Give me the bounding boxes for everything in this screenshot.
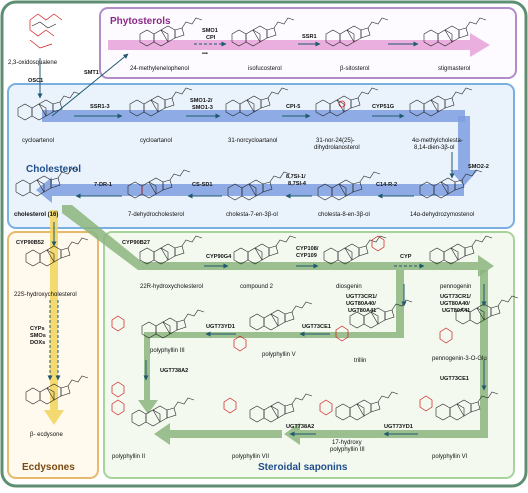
- label-oxidosqualene: 2,3-oxidosqualene: [8, 60, 58, 66]
- label-pennogeninglu: pennogenin-3-O-Glu: [432, 356, 487, 362]
- enzyme-ssr1: SSR1: [302, 34, 317, 40]
- label-hydroxycholesterol22: 22S-hydroxycholesterol: [14, 292, 77, 298]
- enzyme-sl874: 8,7SI-4: [288, 181, 307, 187]
- label-ecdysone: β- ecdysone: [30, 432, 63, 438]
- label-diosgenin: diosgenin: [336, 284, 362, 290]
- enzyme-dots: •••: [202, 51, 208, 57]
- label-polyphyllinIII: polyphyllin III: [150, 348, 185, 354]
- ecd-band: [44, 210, 64, 425]
- label-dehydrozymosterol: 14α-dehydrozymostenol: [410, 212, 474, 218]
- enzyme-cyp: CYP: [400, 254, 412, 260]
- sap-band-top: [62, 205, 494, 277]
- sap-band-bottom: [154, 423, 282, 445]
- enzyme-ugt-b2: UGT80A40/: [440, 301, 470, 307]
- label-polyphyllinVI: polyphyllin VI: [432, 454, 468, 460]
- enzyme-ugt-b1: UGT73CR1/: [440, 294, 471, 300]
- enzyme-cyp51g: CYP51G: [372, 104, 394, 110]
- label-methylenelophenol: 24-methylenelophenol: [130, 66, 189, 72]
- enzyme-cyp90b27: CYP90B27: [122, 240, 150, 246]
- ecdysones-title: Ecdysones: [22, 462, 75, 473]
- enzyme-ugt73yd1a: UGT73YD1: [206, 324, 235, 330]
- enzyme-smo1: SMO1: [202, 28, 218, 34]
- enzyme-cpi5: CPI-5: [286, 104, 300, 110]
- enzyme-ugt738a2a: UGT738A2: [160, 368, 188, 374]
- label-pennogenin: pennogenin: [440, 284, 471, 290]
- label-cycloartenol: cycloartenol: [22, 138, 54, 144]
- chol-band-top: [42, 110, 465, 122]
- chol-band-bottom: [36, 177, 464, 203]
- label-stigmasterol: stigmasterol: [438, 66, 470, 72]
- enzyme-sl871: 8,7SI-1/: [286, 174, 306, 180]
- enzyme-cyp90b52: CYP90B52: [16, 240, 44, 246]
- label-isofucosterol: isofucosterol: [248, 66, 282, 72]
- label-methylcholesta-2: 8,14-dien-3β-ol: [414, 145, 454, 151]
- enzyme-ugt738a2b: UGT738A2: [286, 424, 314, 430]
- saponins-title: Steroidal saponins: [258, 462, 348, 473]
- label-cholesterol: cholesterol (16): [14, 212, 58, 218]
- enzyme-smo12: SMO1-2/: [190, 98, 213, 104]
- chol-band-down: [450, 116, 478, 186]
- enzyme-cyp109: CYP109: [296, 253, 317, 259]
- label-trillin: trillin: [354, 358, 366, 364]
- enzyme-doxs: DOXs: [30, 340, 45, 346]
- enzyme-7dr1: 7-DR-1: [94, 182, 112, 188]
- label-cholesta8en: cholesta-8-en-3β-ol: [318, 212, 370, 218]
- cholesterol-title: Cholesterol: [26, 164, 81, 175]
- enzyme-cyp90g4: CYP90G4: [206, 254, 232, 260]
- enzyme-cssd1: CS-SD1: [192, 182, 213, 188]
- enzyme-cyp108: CYP108/: [296, 246, 319, 252]
- enzyme-c14r2: C14-R-2: [376, 182, 397, 188]
- label-cholesta7en: cholesta-7-en-3β-ol: [226, 212, 278, 218]
- enzyme-smo13: SMO1-3: [192, 105, 213, 111]
- enzyme-smt1: SMT1: [84, 70, 99, 76]
- label-norcycloartanol: 31-norcycloartanol: [228, 138, 277, 144]
- enzyme-cyps: CYPs: [30, 326, 45, 332]
- enzyme-smos: SMOs: [30, 333, 46, 339]
- label-cycloartanol: cycloartanol: [140, 138, 172, 144]
- oxidosqualene-structure: [29, 13, 63, 49]
- label-nordihydro-1: 31-nor-24(25)-: [316, 138, 355, 144]
- enzyme-ugt73ce1a: UGT73CE1: [302, 324, 331, 330]
- label-hydroxyPP3-1: 17-hydroxy: [332, 440, 362, 446]
- label-compound2: compound 2: [240, 284, 274, 290]
- enzyme-ugt-a2: UGT80A40/: [346, 301, 376, 307]
- label-polyphyllinII: polyphyllin II: [112, 454, 145, 460]
- label-hydroxycholesterol22r: 22R-hydroxycholesterol: [140, 284, 203, 290]
- phytosterols-title: Phytosterols: [110, 16, 171, 27]
- arrow-smt1: [51, 53, 129, 117]
- saponins-box: [103, 231, 515, 479]
- enzyme-smo22: SMO2-2: [468, 164, 489, 170]
- label-sitosterol: β-sitosterol: [340, 66, 369, 72]
- label-polyphyllinVII: polyphyllin VII: [232, 454, 269, 460]
- enzyme-ssr13: SSR1-3: [90, 104, 110, 110]
- phyto-band-arrow: [108, 33, 490, 57]
- nordihydro-structure: [315, 87, 379, 117]
- enzyme-ugt-a3: UGT80A41: [348, 308, 376, 314]
- label-polyphyllinV: polyphyllin V: [262, 352, 296, 358]
- enzyme-ugt-b3: UGT80A41: [442, 308, 470, 314]
- label-dehydrocholesterol: 7-dehydrocholesterol: [128, 212, 184, 218]
- enzyme-ugt73yd1b: UGT73YD1: [384, 424, 413, 430]
- label-methylcholesta-1: 4α-methylcholesta-: [412, 138, 463, 144]
- label-nordihydro-2: dihydrolanosterol: [314, 145, 360, 151]
- enzyme-ugt-a1: UGT73CR1/: [346, 294, 377, 300]
- enzyme-cpi-top: CPI: [206, 35, 216, 41]
- dehydrocholesterol-structure: [127, 169, 191, 199]
- enzyme-ugt73ce1b: UGT73CE1: [440, 376, 469, 382]
- label-hydroxyPP3-2: polyphyllin III: [330, 447, 365, 453]
- enzyme-osc1: OSC1: [28, 78, 43, 84]
